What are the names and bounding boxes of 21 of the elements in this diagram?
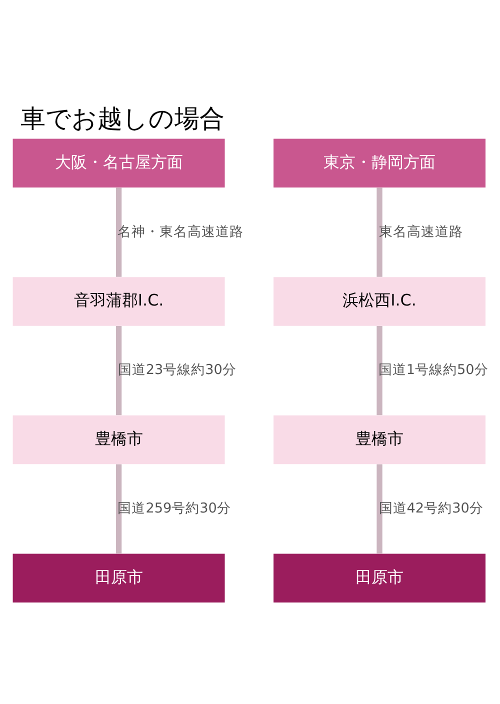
edge-label: 国道23号線約30分: [118, 362, 236, 378]
connector: [376, 187, 382, 276]
node-box: 豊橋市: [274, 414, 486, 464]
connector: [116, 187, 122, 276]
connector: [116, 326, 122, 415]
connector: [116, 464, 122, 553]
node-box: 豊橋市: [12, 414, 225, 464]
diagram-title: 車でお越しの場合: [20, 104, 225, 133]
node-box: 田原市: [12, 553, 225, 602]
node-box: 東京・静岡方面: [274, 138, 486, 188]
edge-label: 名神・東名高速道路: [118, 223, 244, 240]
node-box: 浜松西I.C.: [274, 276, 486, 326]
connector: [376, 464, 382, 553]
connector: [376, 326, 382, 415]
edge-label: 国道1号線約50分: [378, 362, 488, 378]
node-box: 田原市: [274, 553, 486, 602]
node-box: 大阪・名古屋方面: [12, 138, 225, 188]
edge-label: 東名高速道路: [378, 223, 463, 240]
edge-label: 国道259号約30分: [118, 500, 231, 516]
edge-label: 国道42号約30分: [378, 500, 484, 516]
node-box: 音羽蒲郡I.C.: [12, 276, 225, 326]
